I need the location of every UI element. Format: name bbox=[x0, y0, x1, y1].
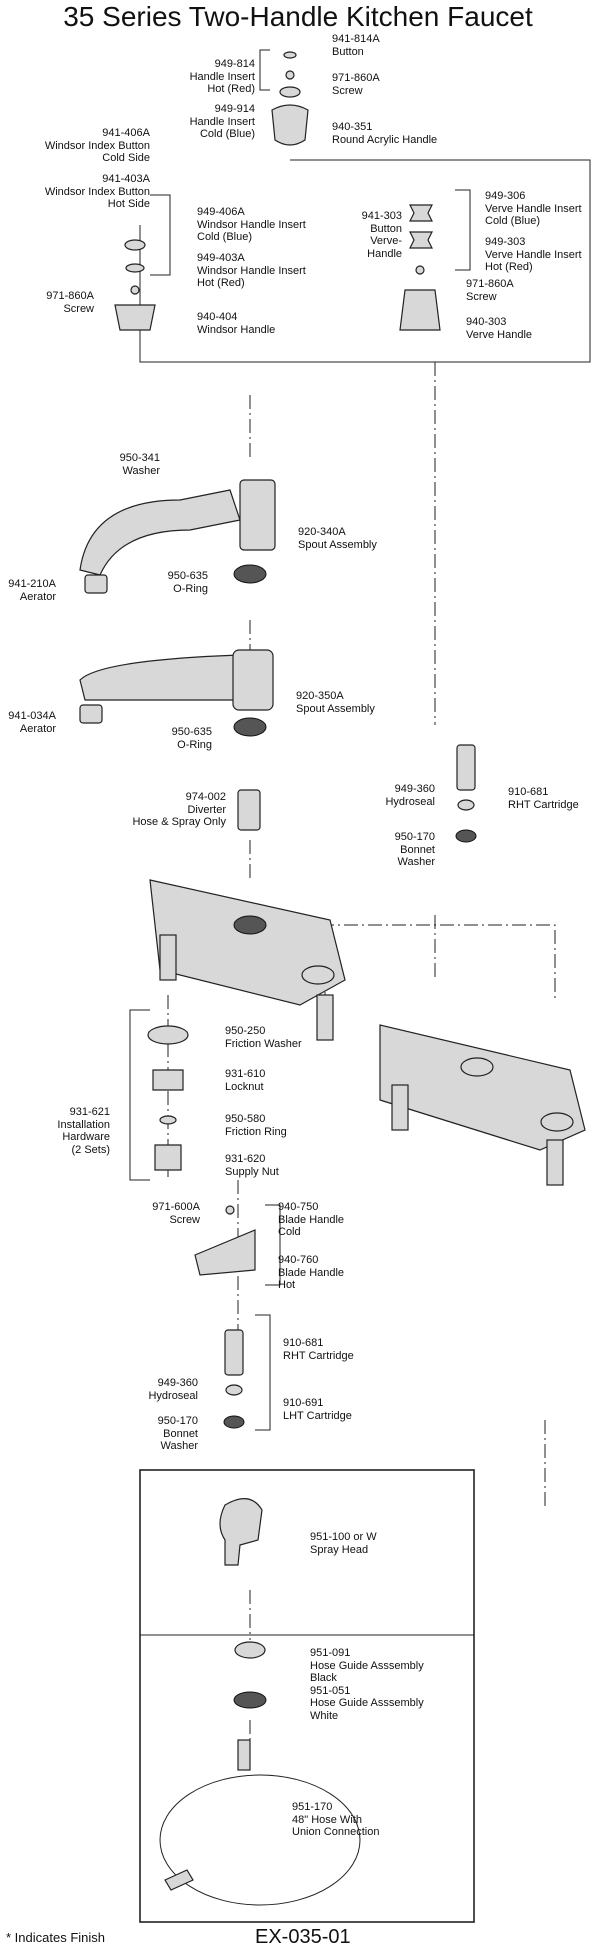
label-949-303: 949-303 Verve Handle Insert Hot (Red) bbox=[485, 236, 582, 273]
document-id: EX-035-01 bbox=[255, 1926, 351, 1948]
label-971-600a: 971-600A Screw bbox=[152, 1201, 200, 1226]
centerline-to-alt-base bbox=[320, 924, 556, 1000]
label-949-814: 949-814 Handle Insert Hot (Red) bbox=[189, 58, 255, 95]
finish-footnote: * Indicates Finish bbox=[6, 1930, 105, 1945]
verve-button-part bbox=[409, 204, 433, 222]
hose-part bbox=[159, 1774, 361, 1906]
install-hardware-bracket bbox=[129, 1009, 150, 1181]
diverter-part bbox=[237, 789, 261, 831]
label-951-100: 951-100 or W Spray Head bbox=[310, 1531, 377, 1556]
handle-insert-part bbox=[279, 86, 301, 98]
label-950-250: 950-250 Friction Washer bbox=[225, 1025, 302, 1050]
label-940-303: 940-303 Verve Handle bbox=[466, 316, 533, 341]
label-950-580: 950-580 Friction Ring bbox=[225, 1113, 287, 1138]
label-971-860a-left: 971-860A Screw bbox=[46, 290, 94, 315]
label-941-406a: 941-406A Windsor Index Button Cold Side bbox=[44, 127, 150, 164]
label-949-406a: 949-406A Windsor Handle Insert Cold (Blu… bbox=[197, 206, 306, 243]
label-941-210a: 941-210A Aerator bbox=[8, 578, 56, 603]
rht-cartridge-part bbox=[456, 744, 476, 791]
label-940-404: 940-404 Windsor Handle bbox=[197, 311, 276, 336]
label-974-002: 974-002 Diverter Hose & Spray Only bbox=[132, 791, 226, 828]
label-950-341: 950-341 Washer bbox=[119, 452, 160, 477]
label-949-306: 949-306 Verve Handle Insert Cold (Blue) bbox=[485, 190, 582, 227]
label-950-170-right: 950-170 Bonnet Washer bbox=[394, 831, 435, 868]
label-950-170-bottom: 950-170 Bonnet Washer bbox=[157, 1415, 198, 1452]
label-931-621: 931-621 Installation Hardware (2 Sets) bbox=[57, 1106, 110, 1156]
round-acrylic-handle-part bbox=[271, 104, 309, 146]
button-part bbox=[283, 51, 297, 59]
label-910-691: 910-691 LHT Cartridge bbox=[283, 1397, 352, 1422]
o-ring-part bbox=[233, 564, 267, 584]
label-950-635-a: 950-635 O-Ring bbox=[167, 570, 208, 595]
supply-nut-part bbox=[154, 1144, 182, 1171]
label-941-814a: 941-814A Button bbox=[332, 33, 380, 58]
label-940-760: 940-760 Blade Handle Hot bbox=[278, 1254, 345, 1291]
verve-handle-part bbox=[399, 289, 441, 331]
label-910-681-right: 910-681 RHT Cartridge bbox=[508, 786, 579, 811]
label-931-620: 931-620 Supply Nut bbox=[225, 1153, 279, 1178]
label-950-635-b: 950-635 O-Ring bbox=[171, 726, 212, 751]
verve-insert-part bbox=[409, 231, 433, 249]
label-940-750: 940-750 Blade Handle Cold bbox=[278, 1201, 345, 1238]
label-941-403a: 941-403A Windsor Index Button Hot Side bbox=[44, 173, 150, 210]
spray-kit-box bbox=[139, 1469, 475, 1923]
faucet-base-part bbox=[149, 879, 346, 1006]
hose-guide-part bbox=[234, 1641, 266, 1659]
spray-head-part bbox=[219, 1498, 263, 1566]
spout-collar-part bbox=[239, 479, 276, 551]
tube-spout-part bbox=[79, 489, 241, 576]
label-931-610: 931-610 Locknut bbox=[225, 1068, 266, 1093]
screw-part bbox=[285, 70, 295, 80]
label-971-860a-top: 971-860A Screw bbox=[332, 72, 380, 97]
label-920-350a: 920-350A Spout Assembly bbox=[296, 690, 375, 715]
label-949-360-bottom: 949-360 Hydroseal bbox=[148, 1377, 198, 1402]
label-951-091: 951-091 Hose Guide Asssembly Black 951-0… bbox=[310, 1647, 424, 1722]
label-971-860a-right: 971-860A Screw bbox=[466, 278, 514, 303]
label-910-681-bottom: 910-681 RHT Cartridge bbox=[283, 1337, 354, 1362]
label-941-034a: 941-034A Aerator bbox=[8, 710, 56, 735]
label-949-403a: 949-403A Windsor Handle Insert Hot (Red) bbox=[197, 252, 306, 289]
page-title: 35 Series Two-Handle Kitchen Faucet bbox=[63, 1, 533, 32]
label-920-340a: 920-340A Spout Assembly bbox=[298, 526, 377, 551]
aerator-part bbox=[84, 574, 108, 594]
label-951-170: 951-170 48" Hose With Union Connection bbox=[292, 1801, 380, 1838]
label-949-914: 949-914 Handle Insert Cold (Blue) bbox=[189, 103, 255, 140]
label-941-303: 941-303 Button Verve- Handle bbox=[361, 210, 402, 260]
blade-handle-part bbox=[194, 1229, 256, 1276]
windsor-handle-part bbox=[114, 304, 156, 331]
label-949-360-right: 949-360 Hydroseal bbox=[385, 783, 435, 808]
label-940-351: 940-351 Round Acrylic Handle bbox=[332, 121, 438, 146]
